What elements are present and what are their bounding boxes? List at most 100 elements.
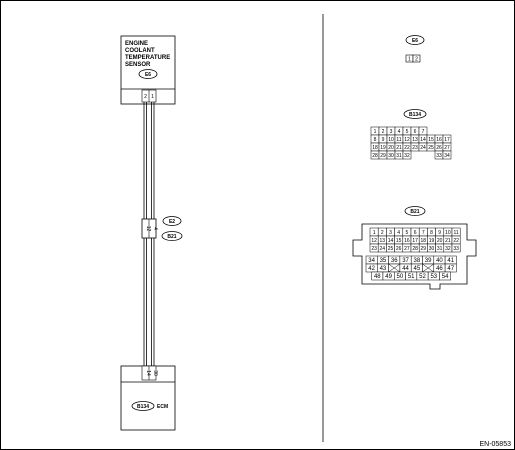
b134-pin: 19 — [378, 142, 388, 152]
b134-pin: 21 — [394, 142, 404, 152]
ecm-connector-label: B134 — [137, 404, 149, 410]
b134-pin: 28 — [370, 150, 380, 160]
svg-text:43: 43 — [380, 266, 387, 272]
svg-text:51: 51 — [408, 274, 415, 280]
b21-pin: 21 — [443, 235, 453, 245]
joint-pin-12: 12 — [145, 226, 151, 232]
b134-pin: 30 — [386, 150, 396, 160]
sensor-connector-label: E6 — [145, 72, 151, 78]
svg-text:5: 5 — [406, 230, 409, 236]
b134-pin: 29 — [378, 150, 388, 160]
b21-label: B21 — [410, 209, 419, 215]
figure-id: EN-05853 — [479, 441, 511, 448]
sensor-connector-badge — [138, 69, 158, 79]
svg-text:28: 28 — [412, 246, 418, 252]
svg-text:46: 46 — [436, 266, 443, 272]
svg-text:11: 11 — [396, 137, 401, 143]
svg-text:27: 27 — [444, 145, 450, 151]
b134-pin: 16 — [434, 134, 444, 144]
svg-text:24: 24 — [420, 145, 426, 151]
svg-text:14: 14 — [420, 137, 426, 143]
svg-text:10: 10 — [388, 137, 394, 143]
b21-pin — [422, 263, 435, 273]
b134-pin: 6 — [410, 126, 420, 136]
coolant-sensor: ENGINE COOLANT TEMPERATURE SENSOR E6 2 1 — [120, 35, 176, 105]
b21-pin: 45 — [410, 263, 423, 273]
svg-text:15: 15 — [396, 238, 402, 244]
b134-pin: 11 — [394, 134, 404, 144]
b134-pin: 5 — [402, 126, 412, 136]
svg-text:11: 11 — [453, 230, 458, 236]
svg-text:1: 1 — [373, 230, 376, 236]
b21-pin: 47 — [444, 263, 457, 273]
b21-pin: 52 — [416, 271, 429, 281]
b21-pin: 41 — [444, 255, 457, 265]
b134-pin: 18 — [370, 142, 380, 152]
svg-text:20: 20 — [388, 145, 394, 151]
ecm-pin-30: 30 — [152, 370, 158, 376]
b21-pin: 17 — [410, 235, 420, 245]
svg-text:21: 21 — [396, 145, 402, 151]
b134-pin: 34 — [442, 150, 452, 160]
svg-text:19: 19 — [429, 238, 435, 244]
svg-text:27: 27 — [404, 246, 410, 252]
b134-pin: 20 — [386, 142, 396, 152]
b21-pin: 42 — [365, 263, 378, 273]
svg-text:37: 37 — [402, 258, 409, 264]
svg-text:24: 24 — [380, 246, 386, 252]
b21-pin: 9 — [435, 227, 445, 237]
svg-text:30: 30 — [429, 246, 435, 252]
svg-text:48: 48 — [374, 274, 381, 280]
b134-pin: 9 — [378, 134, 388, 144]
b21-pin: 36 — [388, 255, 401, 265]
b134-pin: 4 — [394, 126, 404, 136]
svg-text:42: 42 — [368, 266, 375, 272]
joint-connector: 12 4 E2 B21 — [141, 216, 183, 241]
b21-pin: 3 — [386, 227, 395, 237]
b21-pin: 22 — [451, 235, 461, 245]
b21-pin: 1 — [369, 227, 379, 237]
svg-text:4: 4 — [397, 230, 400, 236]
svg-text:54: 54 — [442, 274, 449, 280]
svg-text:34: 34 — [444, 153, 450, 159]
b21-pin: 2 — [377, 227, 387, 237]
b134-pin: 1 — [370, 126, 380, 136]
svg-text:3: 3 — [390, 129, 393, 135]
b21-pin: 29 — [418, 243, 428, 253]
svg-text:5: 5 — [406, 129, 409, 135]
b134-pin: 14 — [418, 134, 428, 144]
e6-pin-box-2 — [412, 54, 421, 63]
b21-pin: 30 — [427, 243, 436, 253]
b21-pin: 44 — [399, 263, 412, 273]
b21-pin: 20 — [435, 235, 445, 245]
svg-text:2: 2 — [381, 230, 384, 236]
svg-text:13: 13 — [380, 238, 386, 244]
b21-pin: 23 — [369, 243, 379, 253]
e6-pin-1: 1 — [408, 57, 411, 63]
b21-housing — [352, 223, 477, 290]
svg-text:22: 22 — [404, 145, 410, 151]
b21-pin: 38 — [410, 255, 423, 265]
b134-pin: 10 — [386, 134, 396, 144]
svg-text:40: 40 — [436, 258, 443, 264]
b134-pin: 23 — [410, 142, 420, 152]
svg-text:10: 10 — [445, 230, 451, 236]
svg-text:6: 6 — [414, 129, 417, 135]
svg-text:18: 18 — [372, 145, 378, 151]
joint-label-b21: B21 — [167, 234, 176, 240]
ecm-label: ECM — [157, 404, 168, 410]
sensor-line-3: TEMPERATURE — [125, 55, 170, 61]
sensor-box — [120, 35, 176, 105]
svg-text:15: 15 — [428, 137, 434, 143]
b134-pin: 22 — [402, 142, 412, 152]
b21-pin: 16 — [402, 235, 412, 245]
b134-pin: 32 — [402, 150, 412, 160]
joint-badge-e2 — [162, 216, 182, 226]
b21-pin: 26 — [394, 243, 404, 253]
b134-pin: 26 — [434, 142, 444, 152]
svg-text:6: 6 — [414, 230, 417, 236]
b134-pin: 31 — [394, 150, 404, 160]
svg-text:39: 39 — [425, 258, 432, 264]
